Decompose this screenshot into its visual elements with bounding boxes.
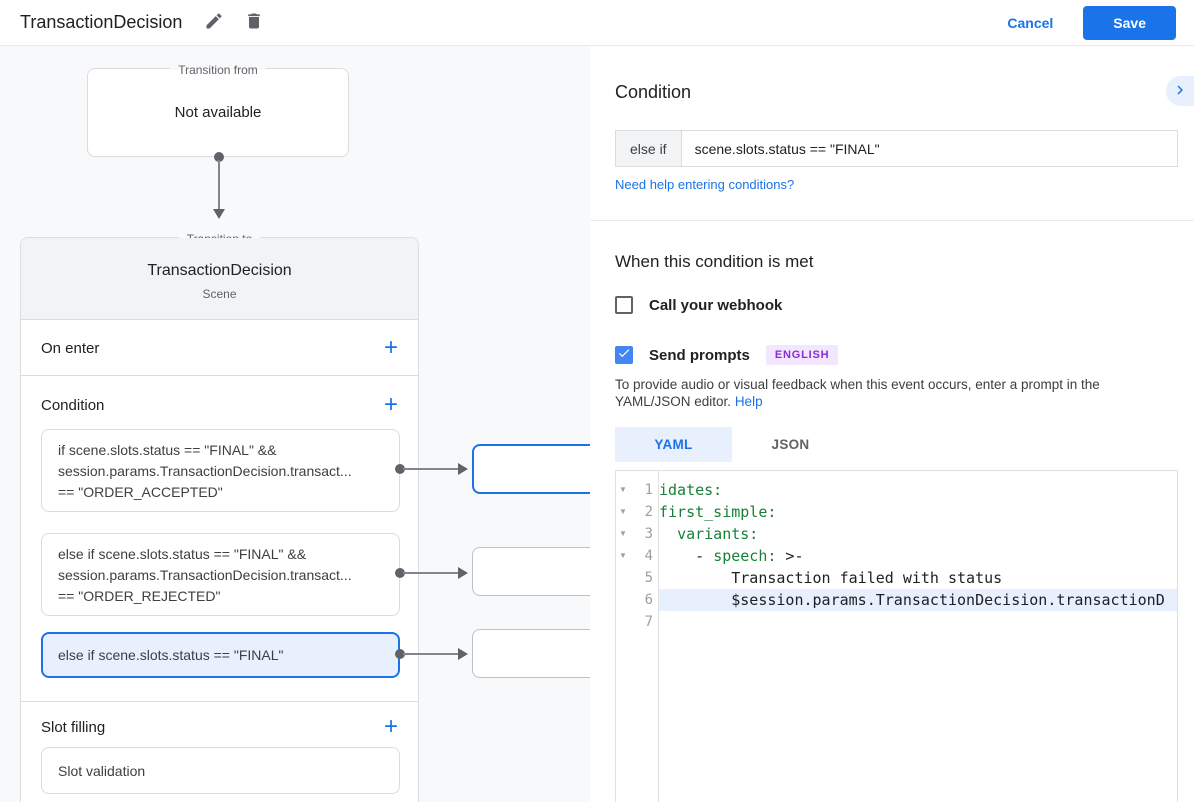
editor-tabs: YAML JSON bbox=[615, 427, 849, 462]
line-number: 7 bbox=[644, 614, 653, 630]
scene-header: TransactionDecision Scene bbox=[21, 238, 418, 320]
transition-from-value: Not available bbox=[174, 104, 262, 121]
fold-arrow-icon[interactable]: ▼ bbox=[619, 551, 627, 560]
scene-subtitle: Scene bbox=[202, 287, 237, 301]
cancel-button[interactable]: Cancel bbox=[1007, 14, 1054, 31]
add-on-enter-button[interactable]: + bbox=[383, 334, 398, 361]
on-enter-section: On enter + bbox=[21, 321, 418, 376]
transition-to-box: Transition to TransactionDecision Scene … bbox=[20, 232, 419, 802]
language-badge: ENGLISH bbox=[765, 345, 839, 365]
webhook-label: Call your webhook bbox=[649, 296, 783, 314]
transition-from-legend: Transition from bbox=[88, 61, 348, 79]
gutter-divider bbox=[658, 471, 659, 802]
condition-card-3-selected[interactable]: else if scene.slots.status == "FINAL" bbox=[41, 632, 400, 678]
fold-arrow-icon[interactable]: ▼ bbox=[619, 485, 627, 494]
line-number: 4 bbox=[644, 548, 653, 564]
call-webhook-row[interactable]: Call your webhook bbox=[615, 296, 782, 314]
editor-line[interactable]: ▼ 1 idates: bbox=[616, 479, 1177, 501]
webhook-checkbox[interactable] bbox=[615, 296, 633, 314]
save-button[interactable]: Save bbox=[1083, 5, 1176, 40]
arrow-right-icon bbox=[458, 463, 468, 475]
connector-dot bbox=[395, 464, 405, 474]
arrow-right-icon bbox=[458, 567, 468, 579]
code-line-text[interactable]: $session.params.TransactionDecision.tran… bbox=[659, 589, 1177, 611]
condition-expression-input[interactable] bbox=[681, 131, 1177, 166]
condition-card-1[interactable]: if scene.slots.status == "FINAL" && sess… bbox=[41, 429, 400, 512]
connector-line bbox=[403, 572, 458, 574]
top-bar: TransactionDecision Cancel Save bbox=[0, 0, 1194, 46]
conditions-help-link[interactable]: Need help entering conditions? bbox=[615, 177, 795, 192]
trash-icon bbox=[244, 11, 264, 34]
connector-dot bbox=[214, 152, 224, 162]
panel-condition-heading: Condition bbox=[615, 82, 692, 102]
editor-line[interactable]: 7 bbox=[616, 611, 1177, 633]
code-line-text[interactable]: variants: bbox=[677, 525, 759, 543]
connector-line bbox=[403, 653, 458, 655]
send-prompts-label: Send prompts bbox=[649, 346, 750, 364]
section-divider bbox=[21, 701, 418, 702]
line-number: 2 bbox=[644, 504, 653, 520]
fold-arrow-icon[interactable]: ▼ bbox=[619, 529, 627, 538]
tab-yaml[interactable]: YAML bbox=[615, 427, 732, 462]
send-prompts-checkbox[interactable] bbox=[615, 346, 633, 364]
page-title: TransactionDecision bbox=[20, 12, 183, 32]
connector-dot bbox=[395, 568, 405, 578]
transition-target-box-selected[interactable] bbox=[472, 444, 602, 494]
editor-line[interactable]: 5 Transaction failed with status bbox=[616, 567, 1177, 589]
when-condition-heading: When this condition is met bbox=[615, 252, 814, 271]
editor-line[interactable]: ▼ 4 - speech: >- bbox=[616, 545, 1177, 567]
delete-scene-button[interactable] bbox=[242, 11, 266, 35]
collapse-panel-button[interactable] bbox=[1166, 76, 1194, 106]
fold-arrow-icon[interactable]: ▼ bbox=[619, 507, 627, 516]
condition-input-group: else if bbox=[615, 130, 1178, 167]
transition-target-box[interactable] bbox=[472, 547, 602, 596]
else-if-label: else if bbox=[616, 131, 682, 166]
editor-line[interactable]: ▼ 3 variants: bbox=[616, 523, 1177, 545]
yaml-code-editor[interactable]: ▼ 1 idates: ▼ 2 first_simple: ▼ 3 variants: ▼ 4 -… bbox=[615, 470, 1178, 802]
editor-line[interactable]: ▼ 2 first_simple: bbox=[616, 501, 1177, 523]
check-icon bbox=[617, 346, 631, 365]
code-line-text[interactable]: Transaction failed with status bbox=[659, 569, 1003, 587]
condition-card-2[interactable]: else if scene.slots.status == "FINAL" &&… bbox=[41, 533, 400, 616]
line-number: 1 bbox=[644, 482, 653, 498]
chevron-right-icon bbox=[1171, 81, 1189, 102]
transition-target-box[interactable] bbox=[472, 629, 602, 678]
prompt-hint-text: To provide audio or visual feedback when… bbox=[615, 376, 1178, 410]
arrow-right-icon bbox=[458, 648, 468, 660]
prompt-help-link[interactable]: Help bbox=[734, 394, 763, 409]
editor-line[interactable]: 6 $session.params.TransactionDecision.tr… bbox=[616, 589, 1177, 611]
condition-editor-panel: Condition else if Need help entering con… bbox=[590, 46, 1194, 802]
code-line-text[interactable]: - speech: >- bbox=[659, 547, 804, 565]
transition-from-box: Transition from Not available bbox=[87, 63, 349, 157]
line-number: 6 bbox=[644, 592, 653, 608]
code-line-text[interactable]: idates: bbox=[659, 481, 723, 499]
connector-dot bbox=[395, 649, 405, 659]
line-number: 5 bbox=[644, 570, 653, 586]
code-line-text[interactable]: first_simple: bbox=[659, 503, 777, 521]
condition-section-header: Condition + bbox=[21, 386, 418, 424]
scene-title: TransactionDecision bbox=[147, 262, 292, 279]
send-prompts-row[interactable]: Send prompts ENGLISH bbox=[615, 345, 839, 365]
connector-line bbox=[218, 160, 220, 209]
arrow-down-icon bbox=[213, 209, 225, 219]
add-slot-button[interactable]: + bbox=[383, 713, 398, 740]
editor-lines: ▼ 1 idates: ▼ 2 first_simple: ▼ 3 variants: ▼ 4 -… bbox=[616, 479, 1177, 633]
pencil-icon bbox=[204, 11, 224, 34]
slot-validation-card[interactable]: Slot validation bbox=[41, 747, 400, 794]
slot-filling-section-header: Slot filling + bbox=[21, 708, 418, 746]
condition-label: Condition bbox=[41, 396, 105, 414]
line-number: 3 bbox=[644, 526, 653, 542]
on-enter-label: On enter bbox=[41, 339, 100, 357]
add-condition-button[interactable]: + bbox=[383, 391, 398, 418]
prompt-hint-body: To provide audio or visual feedback when… bbox=[615, 377, 1100, 409]
panel-divider bbox=[590, 220, 1194, 221]
edit-title-button[interactable] bbox=[202, 11, 226, 35]
connector-line bbox=[403, 468, 458, 470]
tab-json[interactable]: JSON bbox=[732, 427, 849, 462]
code-line-text[interactable] bbox=[659, 611, 1177, 633]
slot-filling-label: Slot filling bbox=[41, 718, 106, 736]
